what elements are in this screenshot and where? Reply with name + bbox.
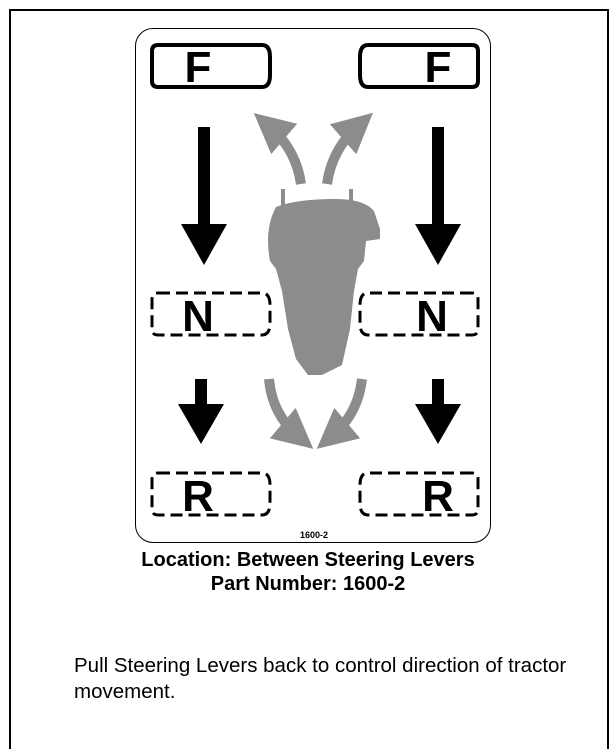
neutral-left-label: N [182,292,214,341]
reverse-right-box: R [358,471,480,521]
neutral-right-label: N [416,292,448,341]
turn-arrows-reverse [264,378,367,449]
part-number-caption: Part Number: 1600-2 [210,573,406,595]
part-code: 1600-2 [300,530,328,540]
turn-arrows-forward [253,112,373,185]
steering-decal: F F N N [135,28,491,543]
reverse-left-label: R [182,472,214,521]
forward-right-label: F [425,43,452,92]
neutral-left-box: N [150,291,272,341]
decal-artwork: F F N N [150,43,480,540]
instruction-text: Pull Steering Levers back to control dir… [74,654,567,703]
neutral-right-box: N [358,291,480,341]
forward-right-box: F [358,43,480,92]
arrow-forward-to-neutral-left [181,127,227,265]
page-frame [9,9,609,749]
reverse-right-label: R [422,472,454,521]
arrow-neutral-to-reverse-right [415,379,461,444]
arrow-neutral-to-reverse-left [178,379,224,444]
location-caption: Location: Between Steering Levers [141,549,475,571]
tractor-silhouette [268,189,380,375]
arrow-forward-to-neutral-right [415,127,461,265]
forward-left-box: F [150,43,272,92]
forward-left-label: F [185,43,212,92]
reverse-left-box: R [150,471,272,521]
